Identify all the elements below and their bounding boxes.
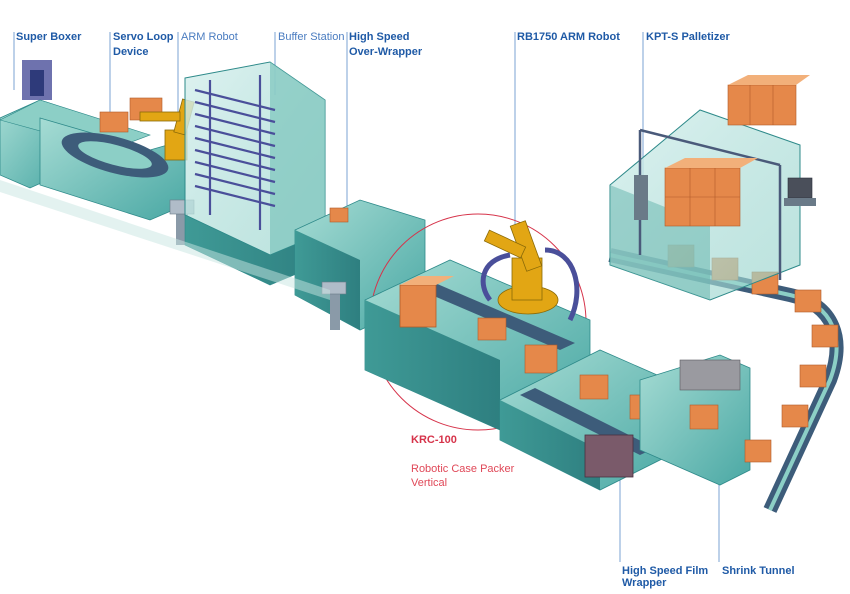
label-krc-100-title: KRC-100 [411,434,457,446]
label-super-boxer: Super Boxer [16,31,82,43]
label-over-wrapper-line2: Over-Wrapper [349,46,423,58]
callout-lines [13,32,720,562]
kpt-s-palletizer [609,75,816,301]
film-wrapper-machine [499,349,681,491]
label-buffer-station: Buffer Station [278,31,345,43]
pallet-stack-bottom [664,158,758,227]
label-krc-100-desc-line1: Robotic Case Packer [411,463,515,475]
rb1750-arm-robot [480,220,580,322]
buffer-station [184,61,326,286]
label-servo-loop-line1: Servo Loop [113,31,174,43]
label-kpt-s-palletizer: KPT-S Palletizer [646,31,730,43]
label-over-wrapper-line1: High Speed [349,31,410,43]
label-shrink-tunnel: Shrink Tunnel [722,565,795,577]
pallet-stack-top [727,75,810,126]
shrink-tunnel-machine [639,354,751,486]
servo-loop-device [39,97,195,245]
return-conveyor [608,244,844,513]
label-film-wrapper-line2: Wrapper [622,577,667,589]
label-arm-robot: ARM Robot [181,31,238,43]
label-servo-loop-line2: Device [113,46,149,58]
label-film-wrapper-line1: High Speed Film [622,565,709,577]
label-rb1750-arm-robot: RB1750 ARM Robot [517,31,620,43]
label-krc-100-desc-line2: Vertical [411,477,448,489]
